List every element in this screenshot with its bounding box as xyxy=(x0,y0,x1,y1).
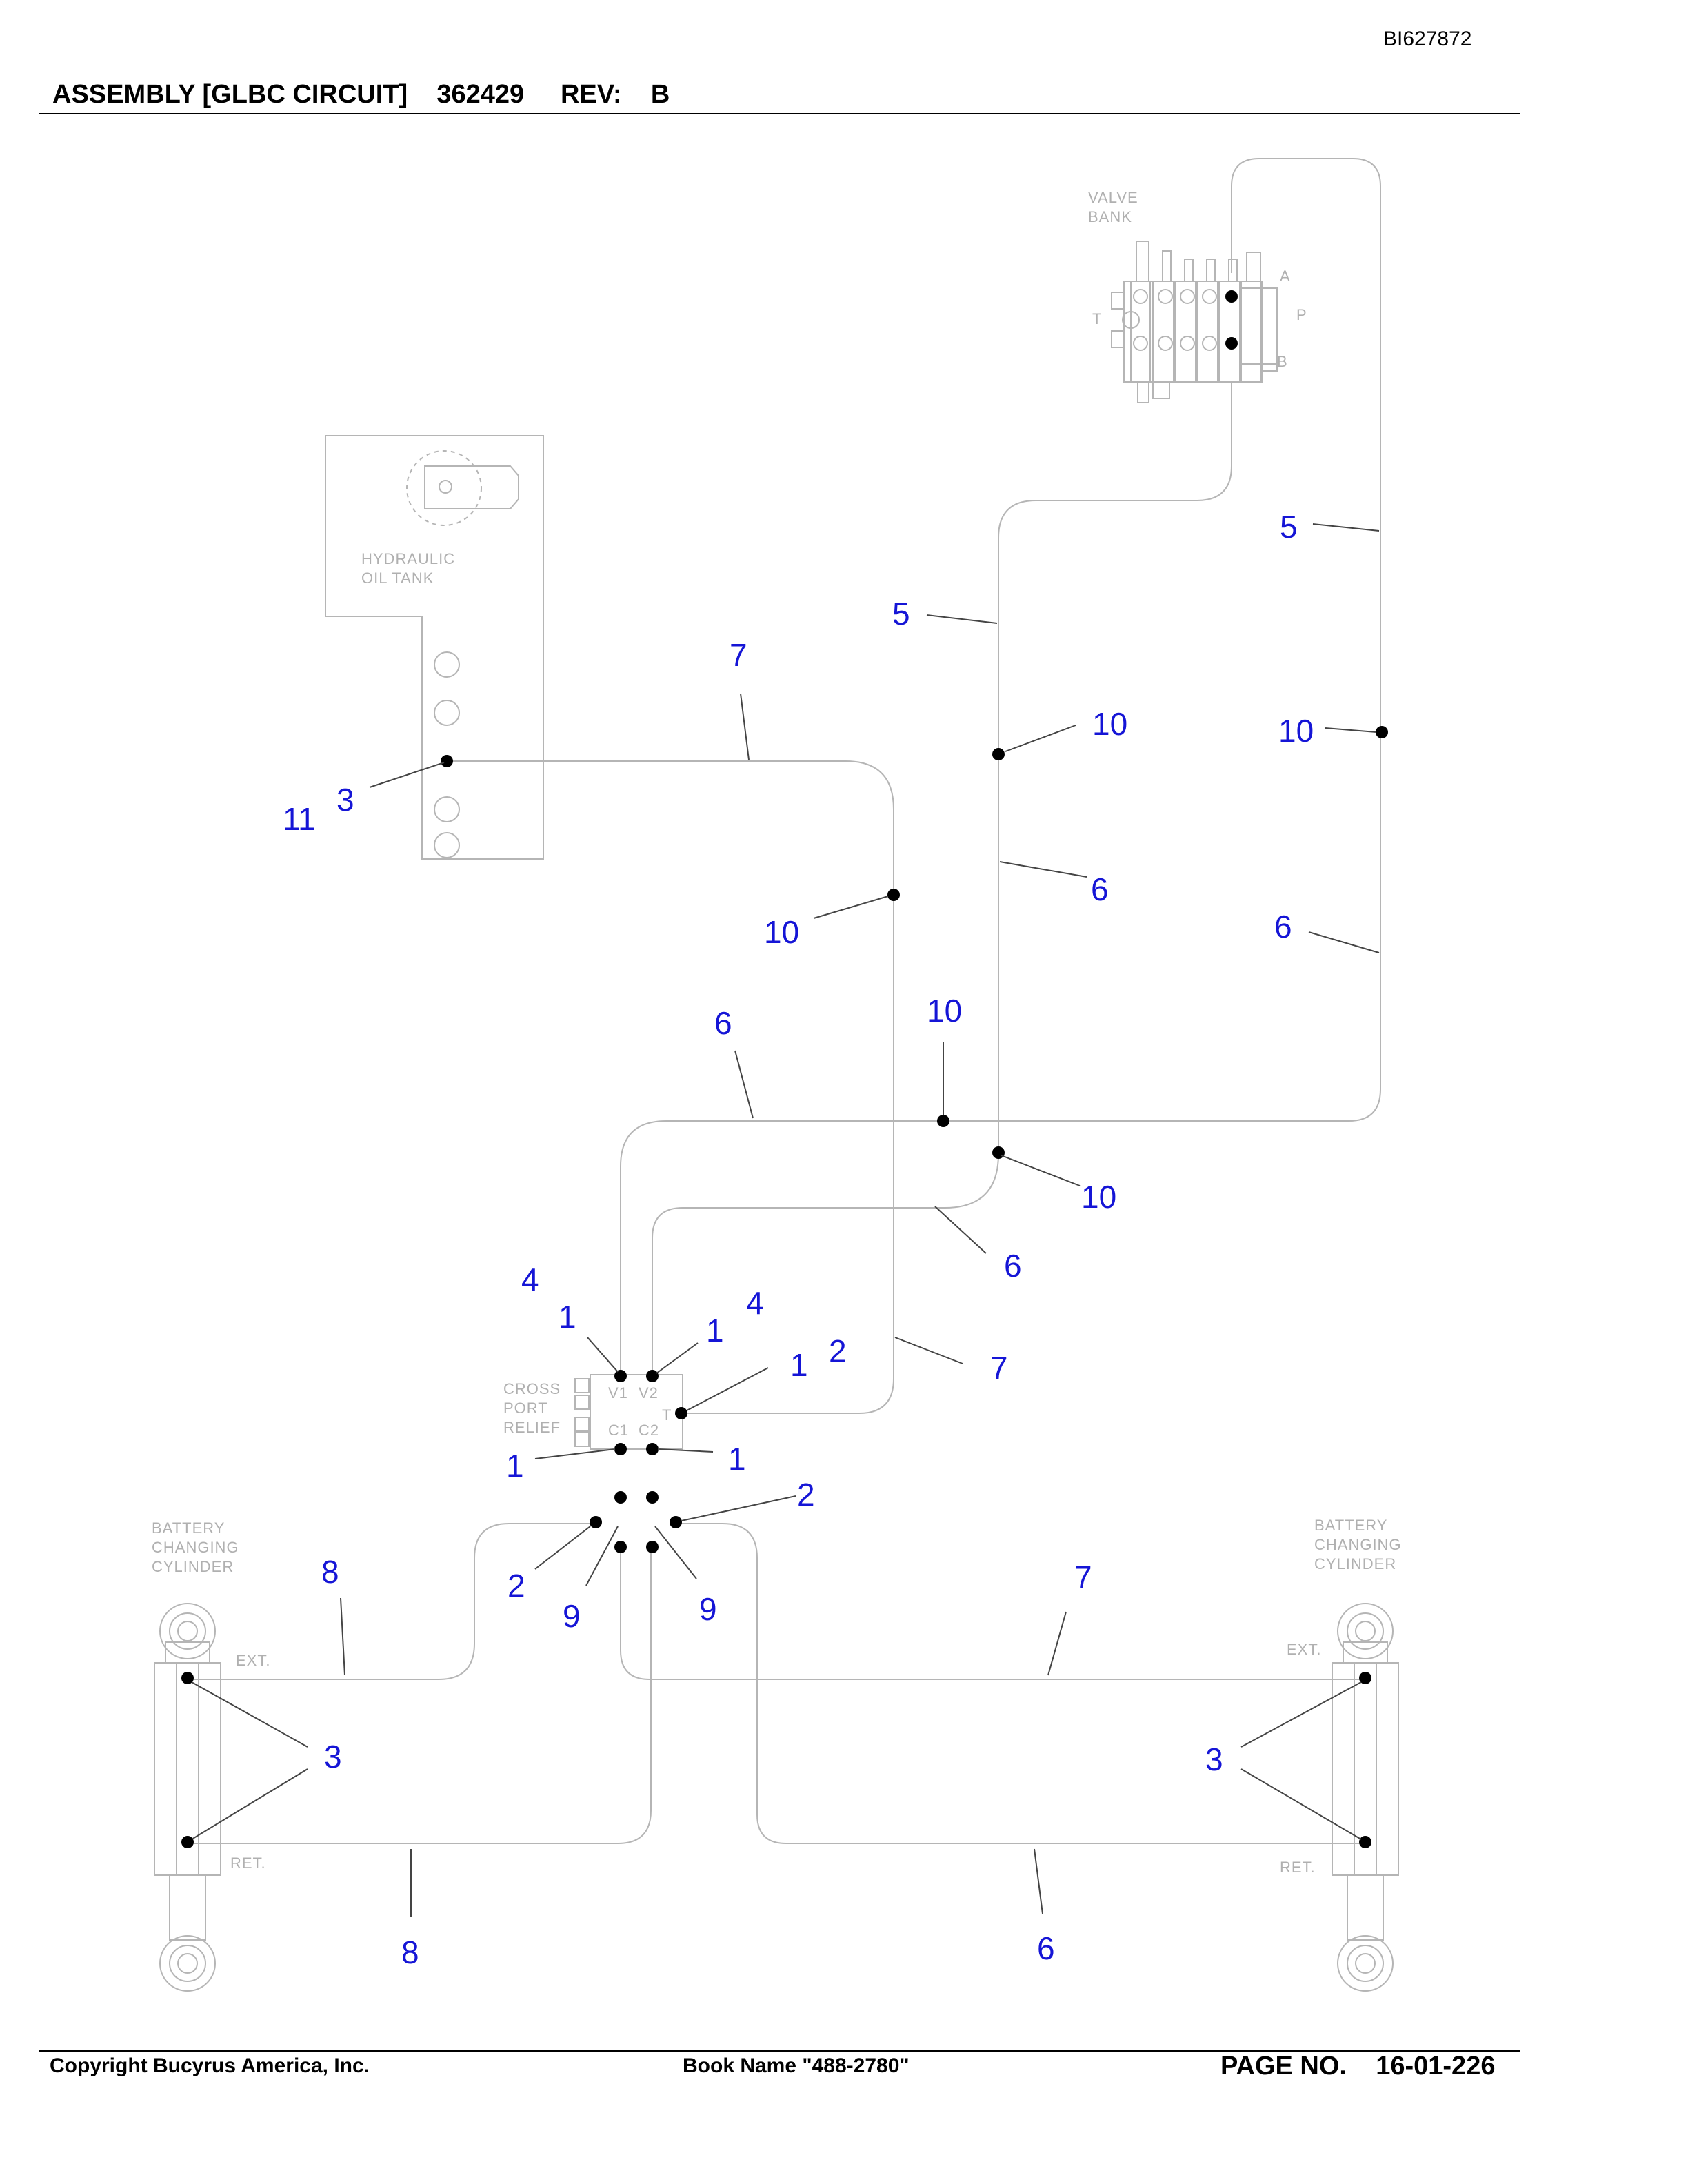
callout-numbers: 5 5 7 10 10 3 11 10 6 6 6 10 10 6 4 4 1 … xyxy=(283,509,1314,1970)
callout-9-a: 9 xyxy=(563,1598,581,1634)
relief-label-line3: RELIEF xyxy=(503,1419,561,1436)
header-divider xyxy=(39,113,1520,114)
right-ext-port-label: EXT. xyxy=(1287,1641,1321,1658)
callout-1-c: 1 xyxy=(790,1347,808,1383)
footer-copyright: Copyright Bucyrus America, Inc. xyxy=(50,2054,370,2077)
leader-lines xyxy=(191,523,1380,1917)
cross-port-relief-valve: CROSS PORT RELIEF V1 V2 C1 C2 T xyxy=(503,1374,683,1450)
left-cylinder-label-line1: BATTERY xyxy=(152,1519,225,1537)
callout-5-right: 5 xyxy=(1280,509,1298,545)
callout-6-a: 6 xyxy=(1091,871,1109,907)
right-cylinder-label-line1: BATTERY xyxy=(1314,1517,1387,1534)
valve-port-t-label: T xyxy=(1092,310,1102,327)
right-cylinder-label-line2: CHANGING xyxy=(1314,1536,1402,1553)
callout-9-b: 9 xyxy=(699,1591,717,1627)
valve-port-a-label: A xyxy=(1280,267,1291,285)
hose-left-ret xyxy=(188,1551,652,1844)
left-cylinder-label-line2: CHANGING xyxy=(152,1539,239,1556)
callout-1-b: 1 xyxy=(706,1313,724,1348)
callout-2-a: 2 xyxy=(829,1333,847,1369)
callout-4-a: 4 xyxy=(521,1262,539,1297)
tank-label-line1: HYDRAULIC xyxy=(361,550,455,567)
callout-3-left: 3 xyxy=(324,1739,342,1775)
hose-top-left xyxy=(620,1120,896,1375)
hose-right-ext xyxy=(620,1551,1365,1680)
left-ret-port-label: RET. xyxy=(230,1854,266,1872)
page-title: ASSEMBLY [GLBC CIRCUIT] 362429 REV: B xyxy=(52,80,670,109)
hydraulic-oil-tank: HYDRAULIC OIL TANK xyxy=(325,435,544,860)
callout-7-middle: 7 xyxy=(990,1350,1008,1386)
valve-bank: VALVE BANK A P B T xyxy=(1088,189,1307,403)
right-ret-port-label: RET. xyxy=(1280,1859,1316,1876)
connection-points xyxy=(181,290,1388,1848)
footer-page-number: PAGE NO. 16-01-226 xyxy=(1220,2052,1496,2081)
right-battery-changing-cylinder: BATTERY CHANGING CYLINDER EXT. RET. xyxy=(1280,1517,1402,1992)
relief-port-t-label: T xyxy=(662,1406,672,1424)
valve-port-p-label: P xyxy=(1296,306,1307,323)
callout-10-c: 10 xyxy=(764,914,799,950)
callout-10-a: 10 xyxy=(1092,706,1127,742)
callout-10-d: 10 xyxy=(927,993,962,1029)
relief-port-v2-label: V2 xyxy=(639,1384,659,1402)
callout-10-e: 10 xyxy=(1081,1179,1116,1215)
hose-tank-return xyxy=(447,760,894,1414)
hose-valve-right xyxy=(896,158,1381,1122)
left-ext-port-label: EXT. xyxy=(236,1652,270,1669)
left-battery-changing-cylinder: BATTERY CHANGING CYLINDER EXT. RET. xyxy=(152,1519,270,1992)
valve-port-b-label: B xyxy=(1277,353,1288,370)
callout-6-e: 6 xyxy=(1037,1930,1055,1966)
callout-7-right: 7 xyxy=(1074,1559,1092,1595)
document-id: BI627872 xyxy=(1383,28,1472,50)
relief-label-line2: PORT xyxy=(503,1399,548,1417)
callout-1-e: 1 xyxy=(728,1441,746,1477)
left-cylinder-label-line3: CYLINDER xyxy=(152,1558,234,1575)
relief-label-line1: CROSS xyxy=(503,1380,561,1397)
callout-4-b: 4 xyxy=(746,1285,764,1321)
callout-10-b: 10 xyxy=(1278,713,1314,749)
relief-port-v1-label: V1 xyxy=(608,1384,628,1402)
relief-port-c1-label: C1 xyxy=(608,1422,629,1439)
tank-label-line2: OIL TANK xyxy=(361,569,434,587)
footer-book-name: Book Name "488-2780" xyxy=(683,2054,910,2077)
callout-6-b: 6 xyxy=(1274,909,1292,944)
valve-bank-label-line1: VALVE xyxy=(1088,189,1138,206)
footer-divider xyxy=(39,2050,1520,2052)
callout-8-bottom: 8 xyxy=(401,1934,419,1970)
valve-bank-label-line2: BANK xyxy=(1088,208,1132,225)
callout-3-tank: 3 xyxy=(336,782,354,818)
callout-1-d: 1 xyxy=(506,1448,524,1484)
callout-6-c: 6 xyxy=(714,1005,732,1041)
right-cylinder-label-line3: CYLINDER xyxy=(1314,1555,1396,1573)
hose-right-ret xyxy=(677,1523,1365,1844)
callout-2-c: 2 xyxy=(508,1568,525,1604)
callout-1-a: 1 xyxy=(559,1299,576,1335)
callout-11: 11 xyxy=(283,801,316,837)
callout-2-b: 2 xyxy=(797,1477,815,1513)
callout-6-d: 6 xyxy=(1004,1248,1022,1284)
hose-valve-middle xyxy=(652,381,1232,1375)
callout-8-top: 8 xyxy=(321,1554,339,1590)
callout-7-top: 7 xyxy=(730,637,747,673)
hoses xyxy=(188,158,1381,1844)
callout-5-middle: 5 xyxy=(892,596,910,631)
callout-3-right: 3 xyxy=(1205,1741,1223,1777)
relief-port-c2-label: C2 xyxy=(639,1422,659,1439)
hose-left-ext xyxy=(188,1523,594,1680)
